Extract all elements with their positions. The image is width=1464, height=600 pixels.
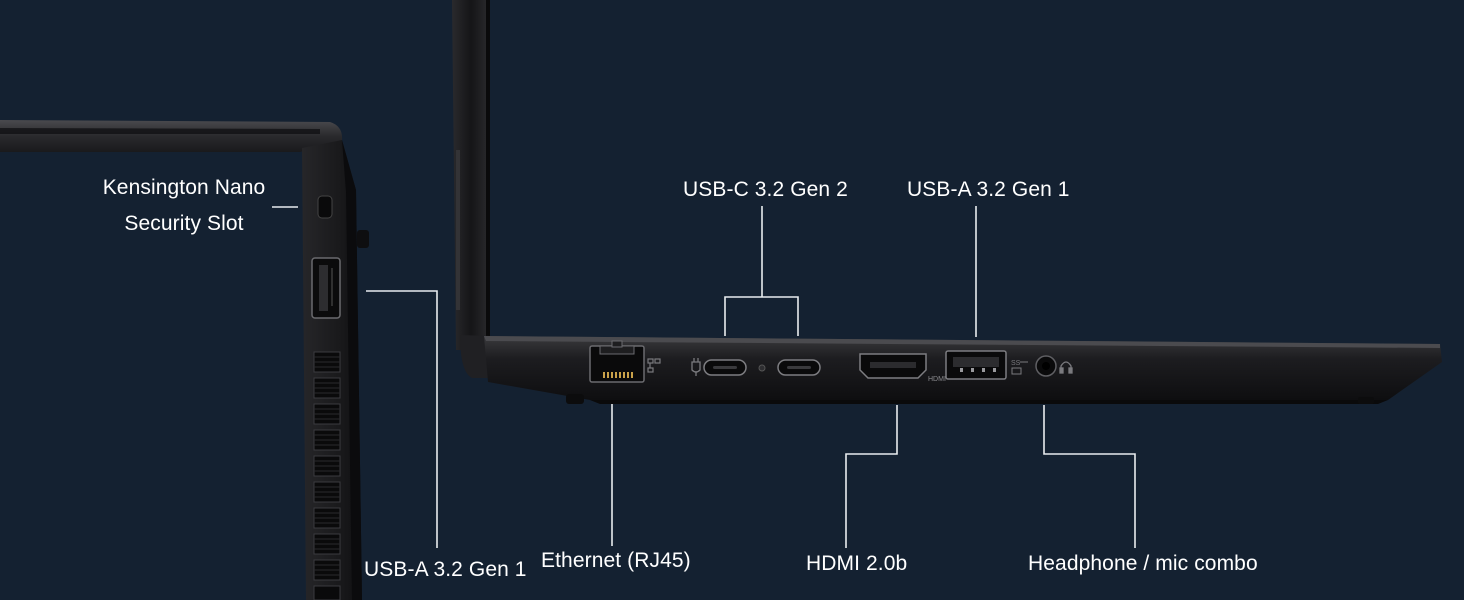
label-kensington-line1: Kensington Nano	[102, 176, 266, 199]
label-usb-a-right: USB-A 3.2 Gen 1	[907, 178, 1070, 201]
label-hdmi: HDMI 2.0b	[806, 552, 908, 575]
power-plug-icon	[691, 358, 701, 376]
callout-hdmi	[845, 405, 898, 548]
headphone-icon	[1059, 361, 1073, 374]
usb-c-port-1	[703, 359, 747, 376]
label-ethernet: Ethernet (RJ45)	[541, 549, 691, 572]
label-usb-c: USB-C 3.2 Gen 2	[683, 178, 848, 201]
callout-usb-a-left	[366, 290, 438, 548]
callout-lines	[272, 206, 1136, 548]
svg-text:HDMI: HDMI	[928, 376, 946, 383]
label-kensington-line2: Security Slot	[124, 212, 244, 235]
svg-text:SS: SS	[1011, 360, 1021, 367]
usb-c-port-2	[777, 359, 821, 376]
callout-headphone	[1043, 405, 1136, 548]
right-side-laptop: HDMI SS	[452, 0, 1442, 404]
left-side-laptop	[0, 120, 369, 600]
ethernet-port	[589, 340, 645, 383]
status-led	[758, 364, 766, 372]
label-usb-a-left: USB-A 3.2 Gen 1	[364, 558, 527, 581]
superspeed-usb-icon: SS	[1011, 360, 1028, 375]
hdmi-port: HDMI	[859, 353, 946, 383]
network-icon	[647, 358, 661, 373]
callout-usb-c-fork	[724, 296, 799, 336]
usb-a-port	[945, 350, 1007, 380]
audio-jack	[1035, 355, 1057, 377]
label-headphone: Headphone / mic combo	[1028, 552, 1258, 575]
